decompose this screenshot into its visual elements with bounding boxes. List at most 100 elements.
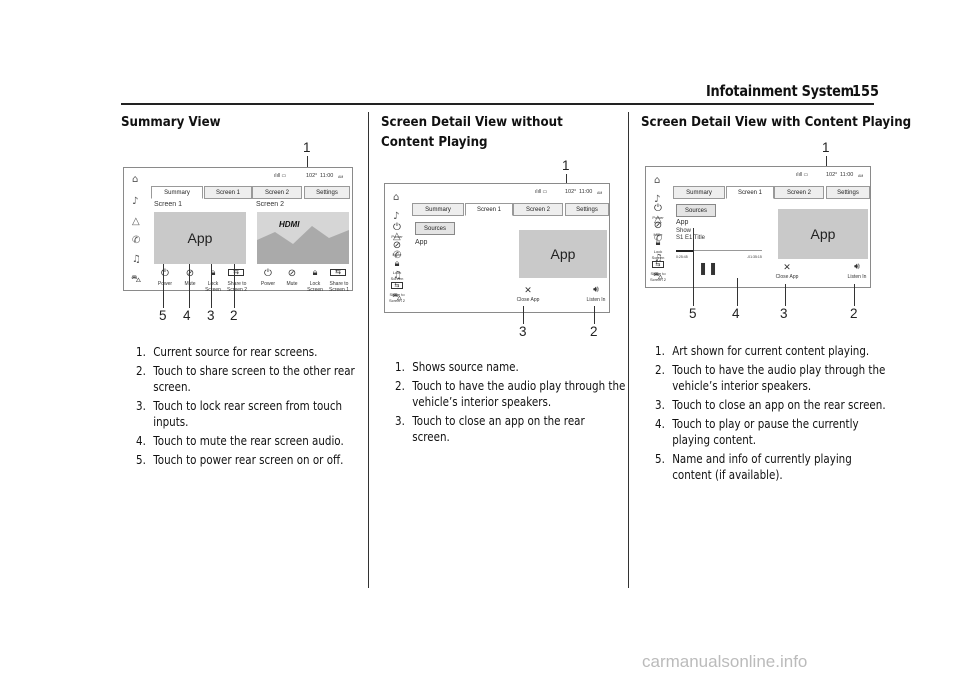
- tab-settings[interactable]: Settings: [826, 186, 870, 199]
- mute-icon[interactable]: ⊘: [392, 240, 402, 251]
- lock-icon[interactable]: 🔒︎: [655, 238, 661, 248]
- tab-screen-1[interactable]: Screen 1: [204, 186, 252, 199]
- lock-icon[interactable]: 🔒︎: [312, 268, 318, 278]
- progress-track[interactable]: [676, 249, 762, 252]
- lock-label: Lock Screen: [651, 249, 665, 260]
- callout-line: [785, 284, 786, 306]
- callout-line: [163, 264, 164, 308]
- mute-icon[interactable]: ⊘: [182, 268, 198, 279]
- power-icon[interactable]: ⏻: [654, 203, 662, 214]
- tab-screen-1[interactable]: Screen 1: [465, 203, 513, 216]
- column-divider: [628, 112, 629, 588]
- section-summary-view: Summary View: [121, 112, 234, 132]
- listen-in-label: Listen In: [847, 274, 867, 280]
- power-icon[interactable]: ⏻: [161, 268, 169, 279]
- landscape-art: [257, 226, 349, 264]
- phone-icon: ✆: [132, 235, 141, 246]
- lock-label: Lock Screen: [205, 281, 221, 293]
- section-title: Screen Detail View with Content Playing: [641, 114, 912, 130]
- source-name: App: [415, 239, 428, 246]
- power-label: Power: [260, 281, 276, 287]
- tab-settings[interactable]: Settings: [304, 186, 350, 199]
- tab-settings[interactable]: Settings: [565, 203, 609, 216]
- section-title: Screen Detail View without Content Playi…: [381, 114, 563, 150]
- share-label: Share to Screen 1: [328, 281, 349, 293]
- list-item: 1.Shows source name.: [395, 360, 519, 374]
- list-item: 2.Touch to share screen to the other rea…: [136, 363, 355, 394]
- power-icon[interactable]: ⏻: [393, 222, 401, 233]
- show-name: Show: [676, 228, 692, 234]
- home-icon: ⌂: [393, 192, 400, 203]
- tab-summary[interactable]: Summary: [673, 186, 725, 199]
- sources-button[interactable]: Sources: [676, 204, 716, 217]
- callout-line: [854, 284, 855, 306]
- tab-screen-2[interactable]: Screen 2: [774, 186, 824, 199]
- phone-icon: ✆: [393, 250, 402, 261]
- clock-time: 11:00: [840, 172, 854, 178]
- close-app-label: Close App: [775, 274, 799, 280]
- signal-icon: ılıll ▭: [535, 189, 548, 195]
- lock-label: Lock Screen: [307, 281, 323, 293]
- listen-in-label: Listen In: [586, 297, 606, 303]
- list-item: 4.Touch to play or pause the currently p…: [655, 416, 859, 447]
- detail-with-content-list: 1.Art shown for current content playing.…: [655, 343, 887, 486]
- hdmi-logo: HDMI: [279, 220, 300, 229]
- tab-summary[interactable]: Summary: [151, 186, 203, 199]
- share-icon[interactable]: ⇆: [391, 282, 403, 289]
- signal-icon: ılıll ▭: [796, 172, 809, 178]
- clock-ampm: AM: [338, 175, 344, 179]
- tab-screen-2[interactable]: Screen 2: [252, 186, 302, 199]
- summary-view-list: 1.Current source for rear screens. 2.Tou…: [136, 344, 370, 470]
- home-icon: ⌂: [132, 174, 139, 185]
- callout-1: 1: [822, 140, 830, 155]
- mute-label: Mute: [392, 252, 402, 257]
- screen-2-label: Screen 2: [256, 201, 285, 208]
- list-item: 3.Touch to lock rear screen from touch i…: [136, 398, 343, 429]
- share-icon[interactable]: ⇆: [228, 269, 244, 276]
- close-icon[interactable]: ✕: [783, 263, 791, 273]
- pause-icon[interactable]: ❚❚: [698, 261, 719, 275]
- lock-icon[interactable]: 🔒︎: [210, 268, 216, 278]
- temperature: 102°: [565, 189, 577, 195]
- speaker-icon[interactable]: 🔊︎: [854, 262, 860, 272]
- close-icon[interactable]: ✕: [524, 286, 532, 296]
- episode-title: S1 E1 Title: [676, 235, 706, 241]
- tab-screen-1[interactable]: Screen 1: [726, 186, 774, 199]
- mute-label: Mute: [286, 281, 298, 287]
- mute-icon[interactable]: ⊘: [653, 220, 663, 231]
- lock-icon[interactable]: 🔒︎: [394, 259, 400, 269]
- share-label: Share to Screen 2: [226, 281, 247, 293]
- share-icon[interactable]: ⇆: [652, 261, 664, 268]
- power-label: Power: [157, 281, 173, 287]
- progress-fill: [676, 249, 695, 252]
- callout-line: [693, 228, 694, 306]
- rear-screen-mockup: ⌂ ♪ △ ✆ ♫ ⛍ ılıll ▭ 102° 11:00 AM Summar…: [384, 183, 610, 313]
- list-item: 4.Touch to mute the rear screen audio.: [136, 433, 344, 448]
- home-icon: ⌂: [654, 175, 661, 186]
- list-item: 2.Touch to have the audio play through t…: [395, 378, 626, 409]
- speaker-icon[interactable]: 🔊︎: [593, 285, 599, 295]
- close-app-label: Close App: [516, 297, 540, 303]
- tab-screen-2[interactable]: Screen 2: [513, 203, 563, 216]
- power-icon[interactable]: ⏻: [264, 268, 272, 279]
- list-item: 3.Touch to close an app on the rear scre…: [655, 397, 886, 412]
- mute-icon[interactable]: ⊘: [287, 268, 297, 279]
- clock-time: 11:00: [579, 189, 593, 195]
- temperature: 102°: [306, 173, 318, 179]
- audio-icon: ♫: [393, 270, 402, 281]
- app-art: App: [519, 230, 607, 278]
- screen-1-app-preview[interactable]: App: [154, 212, 246, 264]
- clock-time: 11:00: [320, 173, 334, 179]
- music-icon: ♪: [132, 196, 139, 207]
- list-item: 5.Name and info of currently playing con…: [655, 451, 852, 482]
- lock-label: Lock Screen: [390, 270, 404, 281]
- source-name: App: [676, 219, 689, 226]
- share-icon[interactable]: ⇆: [330, 269, 346, 276]
- vehicle-icon: ⛍: [653, 271, 664, 282]
- callout-line: [211, 264, 212, 308]
- sources-button[interactable]: Sources: [415, 222, 455, 235]
- navigation-icon: △: [393, 231, 401, 242]
- callout-1: 1: [303, 140, 311, 155]
- screen-2-hdmi-preview[interactable]: HDMI: [257, 212, 349, 264]
- tab-summary[interactable]: Summary: [412, 203, 464, 216]
